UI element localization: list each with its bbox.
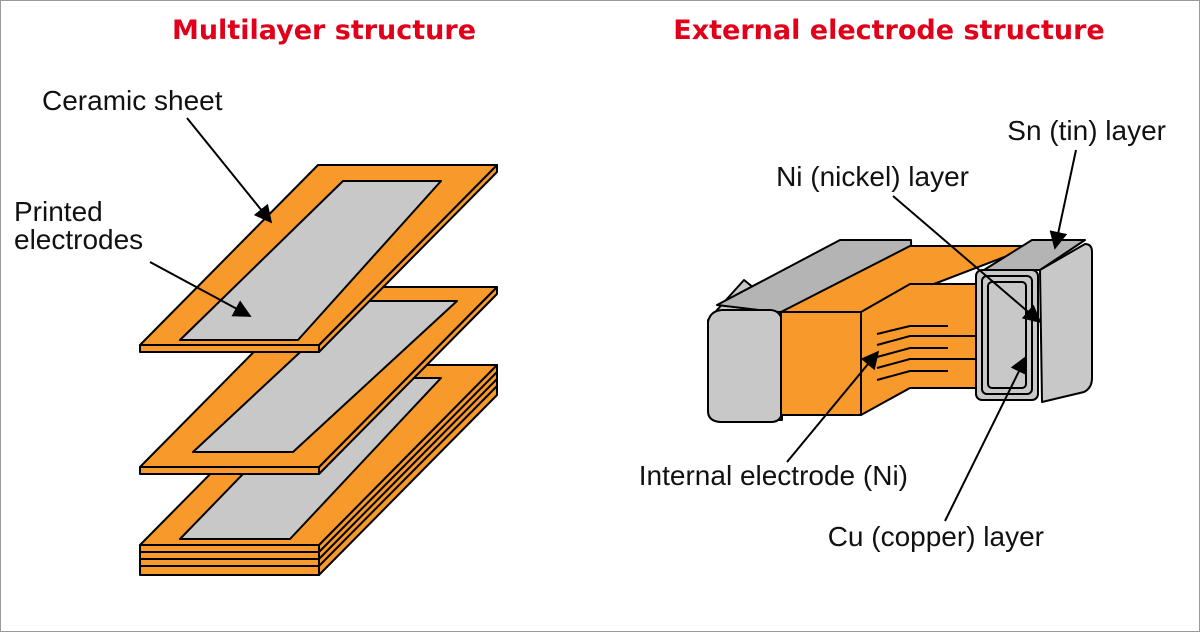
ceramic-sheet-top: [139, 164, 498, 353]
title-multilayer: Multilayer structure: [172, 15, 476, 46]
arrow-sn-layer: [1049, 149, 1077, 250]
arrow-printed-electrodes: [149, 261, 252, 317]
arrow-cu-layer: [944, 355, 1027, 522]
ceramic-sheet-middle: [139, 286, 498, 475]
electrode-diagram: Sn (tin) layer Ni (nickel) layer Interna…: [639, 115, 1166, 552]
label-cu-layer: Cu (copper) layer: [828, 521, 1044, 552]
label-ni-layer: Ni (nickel) layer: [776, 161, 969, 192]
label-ceramic-sheet: Ceramic sheet: [42, 85, 223, 116]
internal-electrodes: [876, 325, 976, 381]
label-internal-electrode: Internal electrode (Ni): [639, 460, 908, 491]
label-printed-electrodes-line1: Printed: [14, 196, 103, 227]
arrow-ceramic-sheet: [186, 117, 273, 224]
label-printed-electrodes-line2: electrodes: [14, 224, 143, 255]
arrow-internal-electrode: [786, 350, 880, 463]
right-end-cap: [975, 239, 1093, 403]
arrow-ni-layer: [892, 195, 1042, 324]
multilayer-diagram: Ceramic sheet Printed electrodes: [14, 85, 498, 576]
title-external-electrode: External electrode structure: [673, 15, 1104, 46]
label-sn-layer: Sn (tin) layer: [1007, 115, 1166, 146]
